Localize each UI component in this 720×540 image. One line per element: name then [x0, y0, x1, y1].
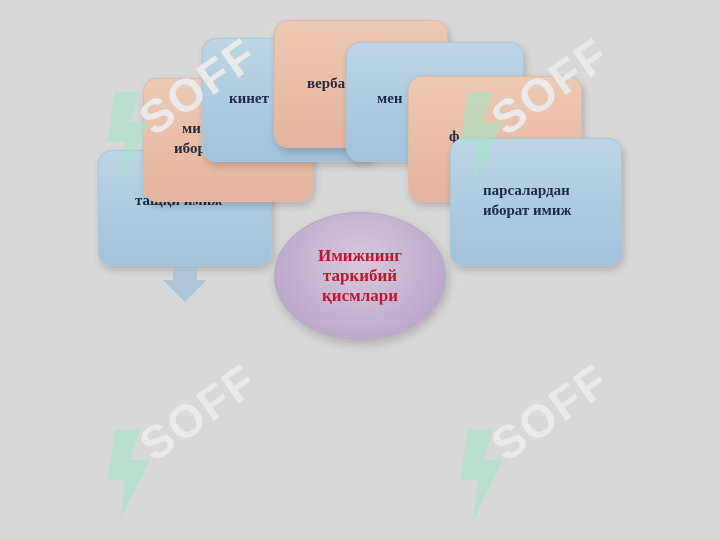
center-line-2: таркибий: [322, 266, 398, 285]
watermark-logo-icon: [460, 92, 503, 182]
down-arrow-icon: [163, 266, 207, 302]
node-things-image-line2: иборат имиж: [483, 203, 572, 219]
watermark-logo-icon: [107, 430, 150, 520]
watermark-logo-icon: [460, 430, 503, 520]
center-line-1: Имижнинг: [317, 246, 403, 265]
watermark-text: SOFF: [129, 353, 267, 472]
node-things-image-line1: парсалардан: [483, 183, 570, 199]
node-kinetic-label: кинет: [229, 91, 269, 107]
center-node: Имижнинг таркибий қисмлари: [274, 212, 446, 340]
watermark-text: SOFF: [481, 353, 619, 472]
node-left-peach-line1: ми: [182, 121, 201, 137]
center-line-3: қисмлари: [321, 286, 398, 305]
node-left-peach-line2: ибор: [174, 141, 206, 157]
node-mental-label: мен: [377, 91, 403, 107]
node-verbal-label: верба: [307, 76, 346, 92]
watermark-logo-icon: [107, 92, 150, 182]
node-right-peach-label: ф: [449, 129, 460, 145]
